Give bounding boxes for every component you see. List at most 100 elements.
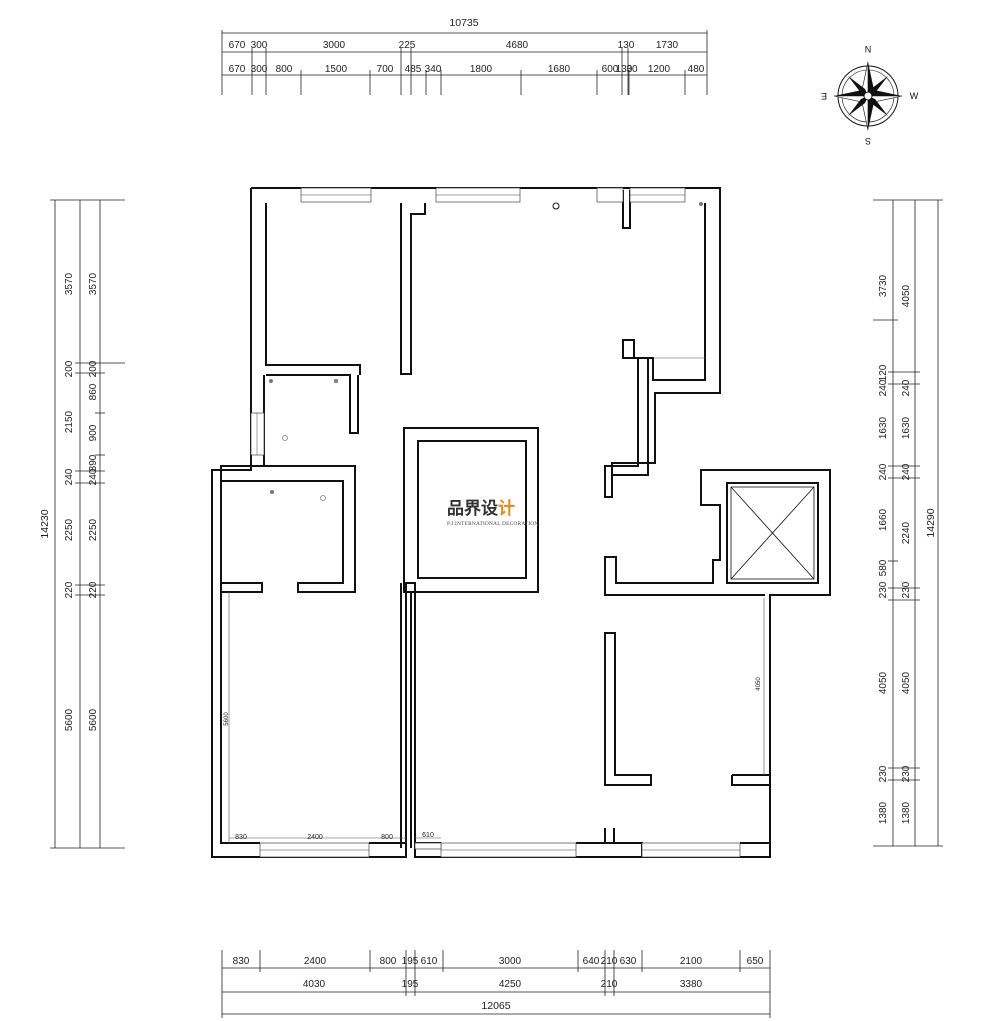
dim-label: 3730 <box>878 274 889 297</box>
compass-n: N <box>865 44 872 54</box>
dim-label: 220 <box>64 581 75 598</box>
top-row1-labels: 670 300 3000 225 4680 130 1730 <box>229 40 679 51</box>
dim-label: 4030 <box>303 979 326 990</box>
left-total-dim: 14230 <box>39 509 51 538</box>
dim-label: 1660 <box>878 508 889 531</box>
bottom-row2-labels: 4030 195 4250 210 3380 <box>303 979 703 990</box>
dim-label: 5600 <box>88 708 99 731</box>
dim-label: 670 <box>229 64 246 75</box>
dim-label: 340 <box>425 64 442 75</box>
dim-label: 195 <box>402 956 419 967</box>
dim-label: 210 <box>601 979 618 990</box>
dim-label: 240 <box>64 468 75 485</box>
bottom-dimensions <box>221 950 771 1018</box>
dim-label: 1800 <box>470 64 493 75</box>
dim-label: 230 <box>901 581 912 598</box>
right-room-height: 4050 <box>756 677 762 691</box>
dim-label: 2100 <box>680 956 703 967</box>
sill-label: 2400 <box>307 834 323 841</box>
bottom-total-dim: 12065 <box>481 1000 510 1012</box>
dim-label: 600 <box>602 64 619 75</box>
dim-label: 610 <box>421 956 438 967</box>
dim-label: 3000 <box>499 956 522 967</box>
dim-label: 2250 <box>88 518 99 541</box>
dim-label: 830 <box>233 956 250 967</box>
fixture-dots <box>269 202 703 501</box>
dim-label: 390 <box>88 454 99 471</box>
dim-label: 4680 <box>506 40 529 51</box>
dim-label: 120 <box>878 364 889 381</box>
interior-lines <box>228 357 765 843</box>
dim-label: 2400 <box>304 956 327 967</box>
dim-label: 1630 <box>901 416 912 439</box>
brand-name-en: P.J.INTERNATIONAL DECORATION <box>447 521 539 527</box>
dim-label: 230 <box>878 581 889 598</box>
dim-label: 2250 <box>64 518 75 541</box>
brand-name-cn: 品界设计 <box>447 498 515 519</box>
brand-logo: 品界设计 P.J.INTERNATIONAL DECORATION <box>447 498 539 527</box>
dim-label: 240 <box>901 379 912 396</box>
dim-label: 240 <box>88 468 99 485</box>
dim-label: 480 <box>688 64 705 75</box>
dim-label: 220 <box>88 581 99 598</box>
dim-label: 225 <box>399 40 416 51</box>
right-dimensions <box>873 199 943 847</box>
dim-label: 5600 <box>64 708 75 731</box>
dim-label: 3570 <box>64 272 75 295</box>
dim-label: 860 <box>88 383 99 400</box>
dim-label: 900 <box>88 424 99 441</box>
dim-label: 2150 <box>64 410 75 433</box>
dim-label: 3380 <box>680 979 703 990</box>
sill-label: 610 <box>422 832 434 839</box>
dim-label: 230 <box>901 765 912 782</box>
left-room-height: 5600 <box>224 712 230 726</box>
dim-label: 4050 <box>901 671 912 694</box>
dim-label: 3570 <box>88 272 99 295</box>
interior-labels: 5600 4050 830 2400 800 610 <box>224 677 762 841</box>
compass-e: E <box>821 91 827 101</box>
dim-label: 580 <box>878 559 889 576</box>
brand-name-cn-accent: 计 <box>498 498 515 519</box>
dim-label: 210 <box>601 956 618 967</box>
compass-s: S <box>865 136 871 146</box>
right-total-dim: 14290 <box>925 508 937 537</box>
bottom-row1-labels: 830 2400 800 195 610 3000 640 210 630 21… <box>233 956 764 967</box>
stair-core <box>726 482 819 584</box>
left-inner-labels: 3570 200 860 900 390 240 2250 220 5600 <box>88 272 99 731</box>
dim-label: 300 <box>251 40 268 51</box>
dim-label: 195 <box>402 979 419 990</box>
dim-label: 200 <box>64 360 75 377</box>
top-dimensions <box>221 30 708 95</box>
dim-label: 1380 <box>901 801 912 824</box>
dim-label: 1630 <box>878 416 889 439</box>
dim-label: 800 <box>276 64 293 75</box>
dim-label: 240 <box>901 463 912 480</box>
dim-label: 800 <box>380 956 397 967</box>
dim-label: 4050 <box>901 284 912 307</box>
brand-name-cn-main: 品界设 <box>447 499 498 519</box>
sill-label: 800 <box>381 834 393 841</box>
right-inner-labels: 3730 240 120 1630 240 1660 580 230 4050 … <box>878 274 889 824</box>
dim-label: 200 <box>88 360 99 377</box>
dim-label: 640 <box>583 956 600 967</box>
dim-label: 630 <box>620 956 637 967</box>
left-dimensions <box>50 199 125 849</box>
dim-label: 4250 <box>499 979 522 990</box>
dim-label: 1680 <box>548 64 571 75</box>
dim-label: 700 <box>377 64 394 75</box>
dim-label: 130 <box>616 64 633 75</box>
dim-label: 230 <box>878 765 889 782</box>
top-row2-labels: 670 300 800 1500 700 485 340 1800 1680 6… <box>229 64 705 75</box>
dim-label: 300 <box>251 64 268 75</box>
compass-w: W <box>910 91 919 101</box>
windows <box>250 187 741 858</box>
dim-label: 130 <box>618 40 635 51</box>
right-outer-labels: 4050 240 1630 240 2240 230 4050 230 1380 <box>901 284 912 824</box>
dim-label: 1200 <box>648 64 671 75</box>
dim-label: 670 <box>229 40 246 51</box>
dim-label: 650 <box>747 956 764 967</box>
dim-label: 3000 <box>323 40 346 51</box>
sill-label: 830 <box>235 834 247 841</box>
dim-label: 1730 <box>656 40 679 51</box>
